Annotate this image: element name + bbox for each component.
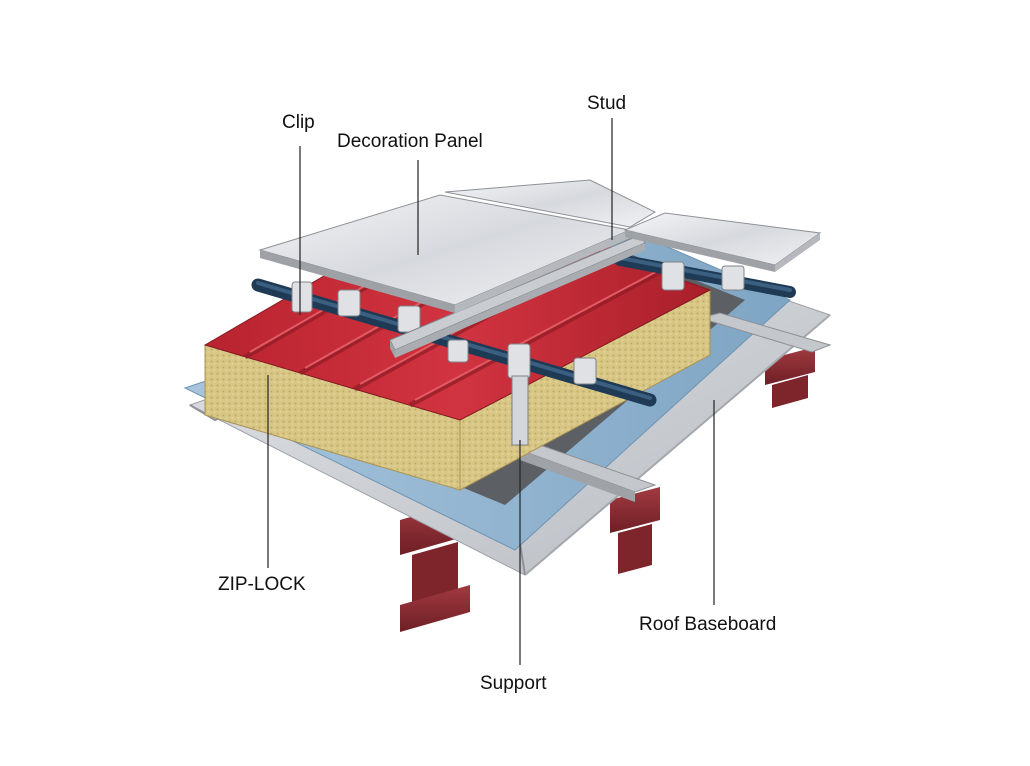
label-roof-baseboard: Roof Baseboard (639, 614, 777, 635)
steel-beam-middle (610, 487, 660, 574)
label-clip: Clip (282, 112, 315, 133)
label-support: Support (480, 673, 547, 694)
label-stud: Stud (587, 93, 627, 114)
clips (291, 261, 745, 385)
leader-lines (267, 118, 715, 665)
steel-beams (400, 347, 815, 632)
purlins (518, 312, 832, 502)
label-zip-lock: ZIP-LOCK (218, 574, 306, 595)
steel-beam-back (765, 347, 815, 408)
support-bracket (511, 375, 529, 446)
label-decoration-panel: Decoration Panel (337, 131, 483, 152)
stud-rail (389, 234, 646, 358)
decoration-panels (258, 179, 822, 313)
